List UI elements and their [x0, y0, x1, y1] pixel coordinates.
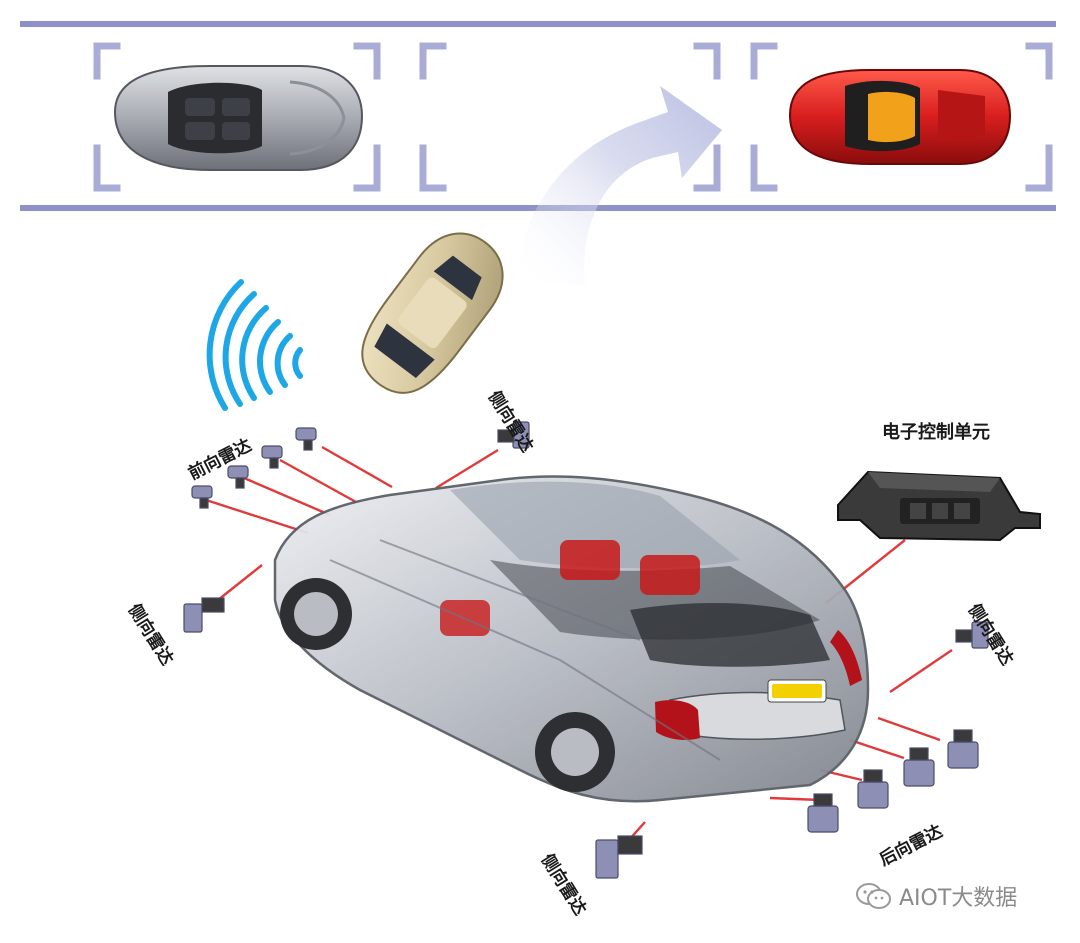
- rear-sensor-2: [903, 747, 935, 787]
- bracket-slot2-tl: [419, 42, 447, 80]
- watermark-text: AIOT大数据: [899, 886, 1018, 911]
- ecu-label: 电子控制单元: [882, 422, 990, 443]
- bracket-slot3-bl: [750, 144, 778, 192]
- side-sensor-left: [183, 597, 225, 633]
- bracket-slot1-tl: [93, 42, 121, 80]
- parked-red-car: [788, 69, 1012, 165]
- bracket-slot1-tr: [353, 42, 381, 80]
- bracket-slot3-tr: [1025, 42, 1053, 80]
- parked-silver-car: [113, 65, 364, 171]
- rear-sensor-3: [857, 769, 889, 809]
- side-sensor-right: [955, 621, 989, 649]
- radar-waves: [206, 279, 303, 411]
- rear-sensor-1: [947, 729, 979, 769]
- bracket-slot1-bl: [93, 144, 121, 192]
- lane-line-top: [20, 21, 1056, 27]
- bracket-slot2-br: [693, 144, 721, 192]
- bracket-slot3-tl: [750, 42, 778, 80]
- front-sensor-1: [295, 427, 317, 451]
- side-sensor-top: [497, 421, 530, 449]
- bracket-slot2-bl: [419, 144, 447, 192]
- main-car-cutaway: [273, 475, 870, 803]
- watermark: AIOT大数据: [855, 880, 1017, 912]
- bracket-slot3-br: [1025, 144, 1053, 192]
- bracket-slot1-br: [353, 144, 381, 192]
- bracket-slot2-tr: [693, 42, 721, 80]
- wechat-icon: [856, 883, 891, 909]
- rear-sensor-4: [807, 793, 839, 833]
- radar-sensors: [183, 421, 989, 879]
- front-sensor-3: [227, 465, 249, 489]
- parking-arrow: [519, 86, 722, 285]
- side-sensor-bottom: [595, 835, 643, 879]
- parking-slot-brackets: [93, 42, 1053, 192]
- parking-gold-car: [361, 232, 504, 394]
- front-sensor-4: [191, 485, 213, 509]
- ecu-unit: [837, 470, 1041, 542]
- front-sensor-2: [261, 445, 283, 469]
